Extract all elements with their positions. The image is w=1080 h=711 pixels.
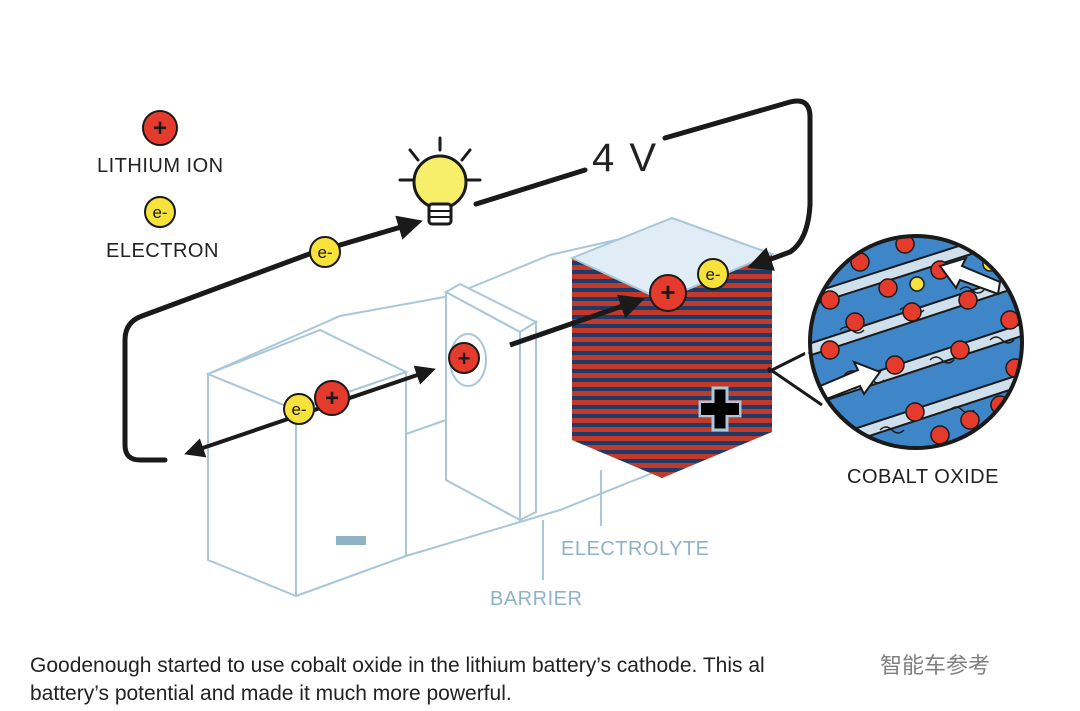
light-bulb-icon (398, 136, 482, 226)
cathode-plus-sign (698, 386, 742, 432)
anode-lithium-ion: + (314, 380, 350, 416)
svg-text:+: + (458, 346, 471, 371)
svg-text:e-: e- (705, 265, 720, 284)
cobalt-oxide-label: COBALT OXIDE (847, 466, 999, 488)
caption-line-2: battery’s potential and made it much mor… (30, 682, 512, 705)
circuit-wire (122, 98, 813, 463)
ion-to-cathode-arrow (509, 294, 645, 348)
legend-electron-label: ELECTRON (106, 240, 219, 262)
legend-ion-symbol: + (142, 110, 178, 146)
barrier-label: BARRIER (490, 588, 583, 610)
watermark: 智能车参考 (880, 653, 991, 678)
barrier-panel (443, 282, 539, 522)
voltage-label: 4 V (592, 136, 659, 180)
cathode-electron: e- (697, 258, 729, 290)
legend-ion-label: LITHIUM ION (97, 155, 224, 177)
cathode-block (569, 216, 775, 478)
svg-text:+: + (153, 115, 167, 142)
svg-text:e-: e- (291, 400, 306, 419)
cobalt-oxide-zoom (804, 230, 1028, 454)
svg-text:e-: e- (317, 243, 332, 262)
barrier-lithium-ion: + (448, 342, 480, 374)
anode-block (205, 328, 409, 598)
wire-electron: e- (309, 236, 341, 268)
electrolyte-label: ELECTROLYTE (561, 538, 710, 560)
anode-minus-sign (336, 536, 366, 545)
anode-electron: e- (283, 393, 315, 425)
wire-to-bulb (329, 215, 423, 251)
cathode-lithium-ion: + (649, 274, 687, 312)
caption-line-1: Goodenough started to use cobalt oxide i… (30, 654, 765, 677)
legend-electron-symbol: e- (144, 196, 176, 228)
zoom-arrow-out (938, 256, 1002, 296)
svg-text:e-: e- (152, 203, 167, 222)
figure-caption: Goodenough started to use cobalt oxide i… (30, 652, 1060, 708)
svg-text:+: + (660, 277, 675, 307)
svg-text:+: + (325, 385, 339, 412)
zoom-callout-lines (767, 350, 823, 407)
